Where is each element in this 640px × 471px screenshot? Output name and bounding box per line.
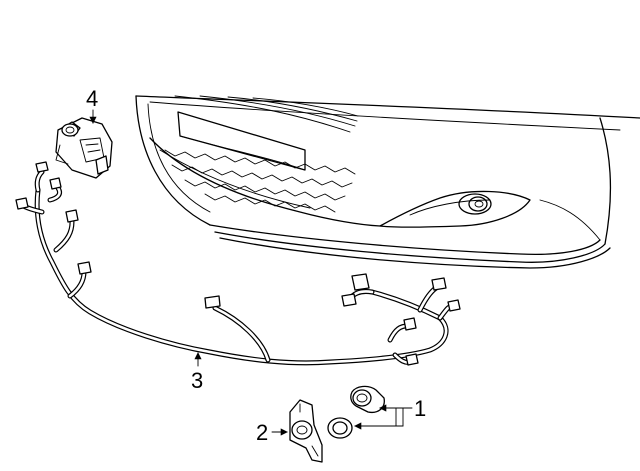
callout-leaders: [89, 109, 413, 436]
wiring-harness: [15, 161, 461, 366]
callout-3: 3: [191, 368, 203, 393]
camera-assembly: [55, 117, 113, 179]
front-bumper-fascia: [135, 95, 640, 269]
callout-4: 4: [86, 86, 98, 111]
park-assist-sensor: [327, 385, 385, 439]
callout-1: 1: [414, 396, 426, 421]
sensor-bracket: [289, 399, 323, 463]
callout-2: 2: [256, 420, 268, 445]
